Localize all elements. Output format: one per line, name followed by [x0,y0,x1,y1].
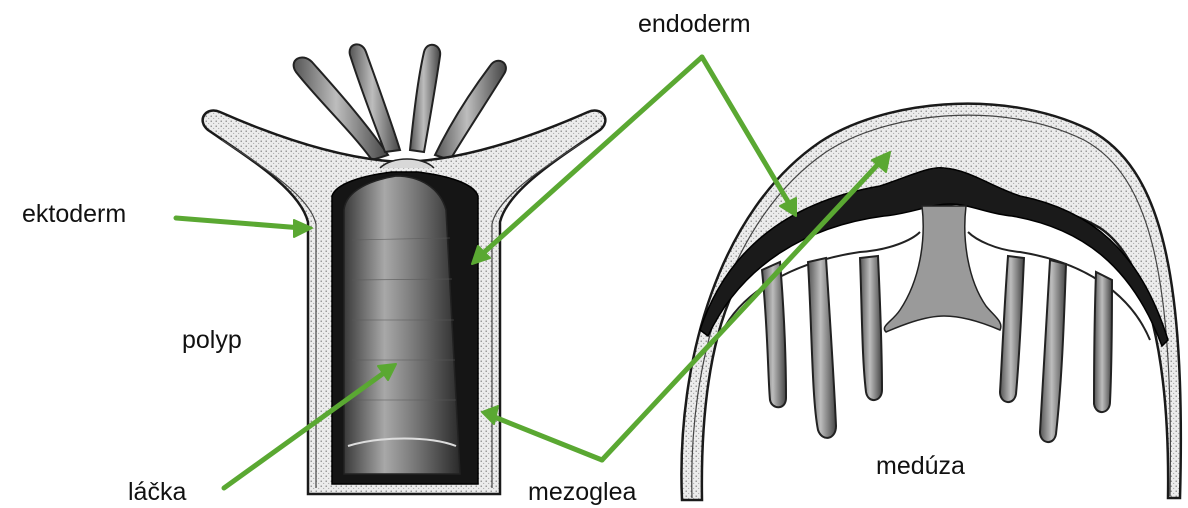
label-ektoderm: ektoderm [22,202,126,227]
polyp-cavity [344,176,460,474]
label-meduza: medúza [876,454,965,479]
label-endoderm: endoderm [638,12,751,37]
pointer-arrows [176,57,890,488]
arrow-ektoderm [176,218,302,228]
label-lacka: láčka [128,480,186,505]
arrow-endoderm-to-medusa [702,57,790,205]
label-mezoglea: mezoglea [528,480,636,505]
label-polyp: polyp [182,328,242,353]
medusa-manubrium [884,206,1001,332]
polyp-illustration [203,44,606,494]
medusa-illustration [681,104,1180,500]
polyp-tentacles [294,44,506,160]
arrow-mezoglea-to-medusa [602,160,882,460]
arrow-mezoglea-to-polyp [492,416,602,460]
